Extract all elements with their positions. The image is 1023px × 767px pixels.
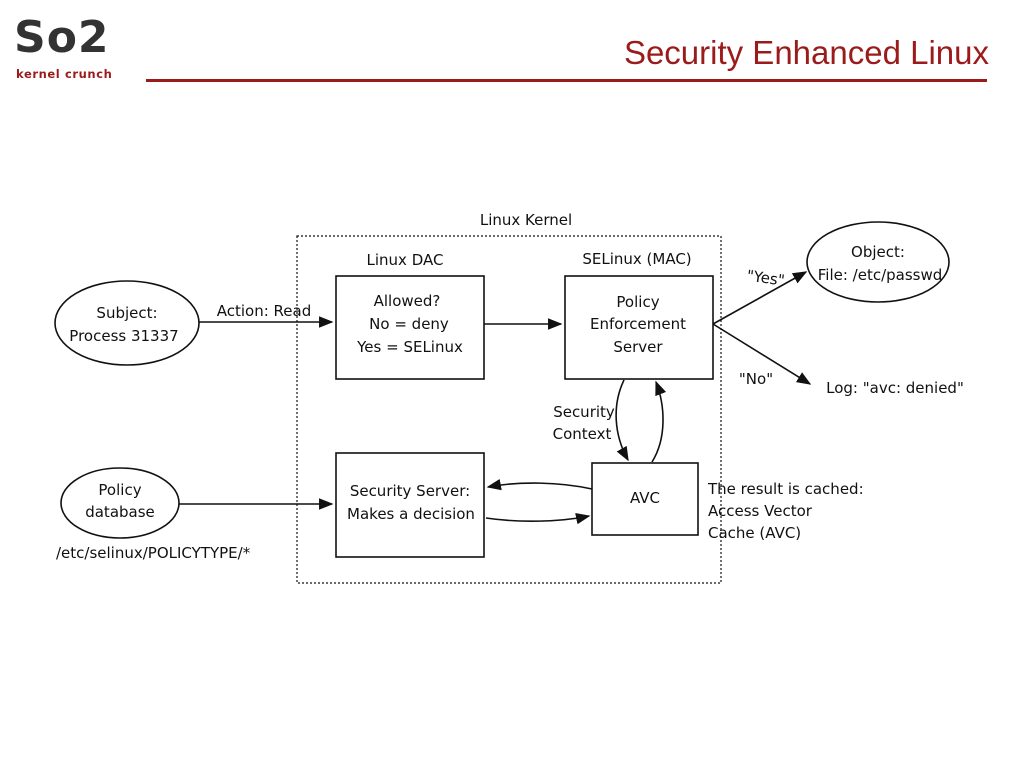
cache-note-line2: Access Vector [708,502,813,520]
slide-title: Security Enhanced Linux [623,34,989,71]
object-label-line2: File: /etc/passwd [818,266,943,284]
cache-note-line3: Cache (AVC) [708,524,801,542]
no-arrow [712,323,812,385]
avc-box [591,462,699,536]
no-label: "No" [739,370,773,388]
yes-label: "Yes" [746,266,786,289]
dac-decision-box [335,275,485,380]
yes-arrow [712,271,808,325]
security-server-box [335,452,485,558]
security-server-line1: Security Server: [350,482,470,500]
policy-enforcement-server-box [564,275,714,380]
linux-dac-label: Linux DAC [367,251,444,269]
selinux-mac-label: SELinux (MAC) [582,250,691,268]
log-denied-label: Log: "avc: denied" [826,379,964,397]
policy-database-node [60,467,180,539]
object-label-line1: Object: [851,243,905,261]
avc-to-security-server-arrow [486,478,593,491]
action-read-label: Action: Read [217,302,312,320]
avc-label: AVC [630,489,660,507]
logo-subtitle: kernel crunch [16,67,113,81]
policy-path-label: /etc/selinux/POLICYTYPE/* [56,544,251,562]
pes-line3: Server [613,338,663,356]
subject-label-line1: Subject: [96,304,157,322]
object-node [806,221,950,303]
title-divider [146,79,987,82]
security-context-line1: Security [553,403,615,421]
security-server-to-avc-arrow [485,512,591,525]
policy-db-line1: Policy [98,481,141,499]
pes-line1: Policy [616,293,659,311]
linux-kernel-label: Linux Kernel [480,211,572,229]
cache-note-line1: The result is cached: [707,480,864,498]
subject-label-line2: Process 31337 [69,327,178,345]
dac-line2: No = deny [369,315,449,333]
policy-db-line2: database [85,503,155,521]
subject-node [54,280,200,366]
so2-logo: So2 kernel crunch [14,12,134,84]
avc-to-pes-arrow [651,380,667,463]
linux-kernel-boundary [296,235,722,584]
logo-wordmark: So2 [14,12,110,63]
pes-line2: Enforcement [590,315,686,333]
security-server-line2: Makes a decision [347,505,475,523]
security-context-line2: Context [553,425,612,443]
pes-to-avc-arrow [615,379,629,462]
dac-line3: Yes = SELinux [356,338,463,356]
dac-line1: Allowed? [374,292,441,310]
